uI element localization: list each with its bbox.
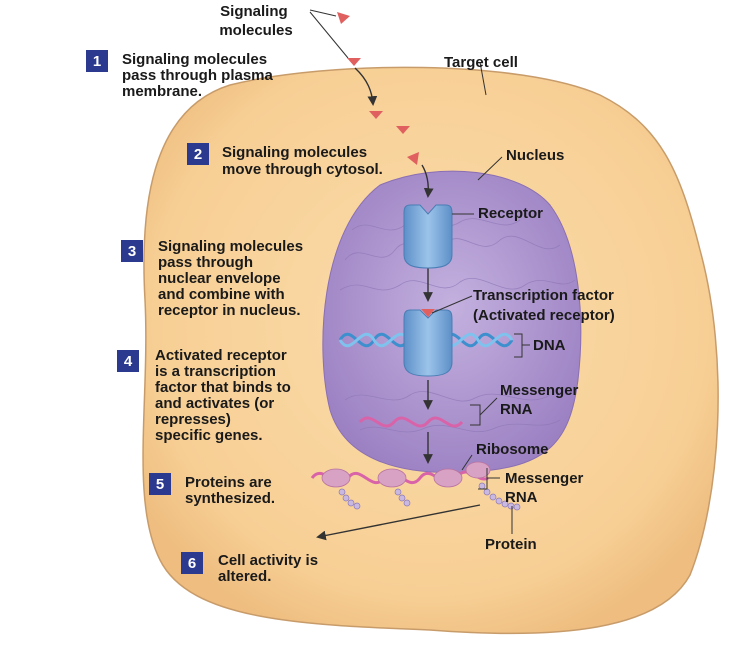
step-1-text: Signaling molecules pass through plasma … (122, 51, 277, 100)
step-6-badge (181, 552, 203, 574)
mrna-nucleus (358, 416, 464, 428)
label-leaders (431, 61, 530, 534)
transcription-factor-label: Transcription factor (Activated receptor… (473, 287, 618, 324)
svg-text:1: 1 (93, 53, 101, 70)
step-1-badge (86, 50, 108, 72)
arrow-protein-to-cell (316, 504, 481, 541)
bound-molecule (421, 309, 435, 317)
molecule-5 (407, 152, 419, 165)
step-3-badge (121, 240, 143, 262)
molecule-3 (369, 111, 383, 119)
step-2-text: Signaling molecules move through cytosol… (222, 144, 383, 178)
receptor-icon (403, 204, 453, 269)
step-3: 3 Signaling molecules pass through nucle… (121, 238, 307, 319)
ribosomes (321, 461, 491, 488)
svg-text:3: 3 (128, 243, 136, 260)
step-5: 5 Proteins are synthesized. (149, 473, 276, 507)
mrna-nucleus-label: Messenger RNA (500, 382, 583, 418)
arrow-cytosol (421, 164, 434, 198)
signaling-label: Signaling molecules (219, 3, 292, 39)
step-2-badge (187, 143, 209, 165)
svg-text:5: 5 (156, 476, 164, 493)
dna-label: DNA (533, 337, 566, 354)
signaling-leader-2 (309, 11, 349, 59)
step-4: 4 Activated receptor is a transcription … (117, 347, 295, 444)
svg-text:6: 6 (188, 555, 196, 572)
svg-text:4: 4 (124, 353, 133, 370)
arrow-membrane (354, 67, 378, 106)
signaling-leader-1 (309, 9, 337, 17)
step-4-badge (117, 350, 139, 372)
step-6: 6 Cell activity is altered. (181, 552, 322, 585)
svg-text:2: 2 (194, 146, 202, 163)
step-6-text: Cell activity is altered. (218, 552, 322, 585)
signaling-molecules (337, 12, 419, 165)
protein-chains (338, 482, 521, 511)
step-3-text: Signaling molecules pass through nuclear… (158, 238, 307, 319)
receptor-label: Receptor (478, 205, 543, 222)
target-cell-label: Target cell (444, 54, 518, 71)
step-2: 2 Signaling molecules move through cytos… (187, 143, 383, 178)
nucleus-label: Nucleus (506, 147, 564, 164)
molecule-2 (347, 58, 361, 66)
step-1: 1 Signaling molecules pass through plasm… (86, 50, 277, 100)
molecule-1 (337, 12, 350, 24)
mrna-cytosol-label: Messenger RNA (505, 470, 588, 506)
ribosome-label: Ribosome (476, 441, 549, 458)
step-5-badge (149, 473, 171, 495)
transcription-factor-icon (403, 309, 453, 377)
protein-label: Protein (485, 536, 537, 553)
step-5-text: Proteins are synthesized. (185, 474, 276, 507)
step-4-text: Activated receptor is a transcription fa… (155, 347, 295, 444)
molecule-4 (396, 126, 410, 134)
